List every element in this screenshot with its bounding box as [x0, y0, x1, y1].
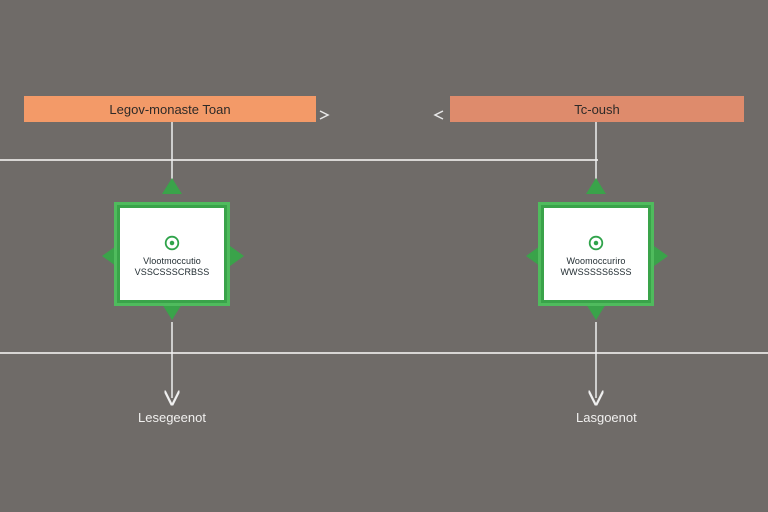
right-card-right-spike-icon [654, 246, 668, 266]
right-node-line-1: Woomoccuriro [566, 256, 626, 266]
left-node-status-icon [164, 235, 180, 251]
top-left-banner-label: Legov-monaste Toan [109, 101, 231, 117]
top-right-banner: Tc-oush [450, 96, 744, 122]
top-right-banner-label: Tc-oush [574, 101, 620, 117]
right-card-left-spike-icon [526, 246, 540, 266]
top-left-banner: Legov-monaste Toan [24, 96, 316, 122]
left-banner-arrow-icon [319, 110, 330, 120]
left-node-line-2: VSSCSSSCRBSS [134, 267, 210, 277]
left-card-left-spike-icon [102, 246, 116, 266]
right-banner-arrow-icon [433, 110, 444, 120]
left-node-card: Vlootmoccutio VSSCSSSCRBSS [120, 208, 224, 300]
left-node-line-1: Vlootmoccutio [143, 256, 201, 266]
left-card-top-spike-icon [162, 178, 182, 194]
right-node-card: Woomoccuriro WWSSSSS6SSS [544, 208, 648, 300]
right-bottom-label: Lasgoenot [576, 410, 637, 425]
left-card-bottom-spike-icon [162, 304, 182, 320]
right-node-status-icon [588, 235, 604, 251]
right-card-bottom-spike-icon [586, 304, 606, 320]
left-card-right-spike-icon [230, 246, 244, 266]
right-card-top-spike-icon [586, 178, 606, 194]
right-node-line-2: WWSSSSS6SSS [560, 267, 632, 277]
left-bottom-label: Lesegeenot [138, 410, 206, 425]
